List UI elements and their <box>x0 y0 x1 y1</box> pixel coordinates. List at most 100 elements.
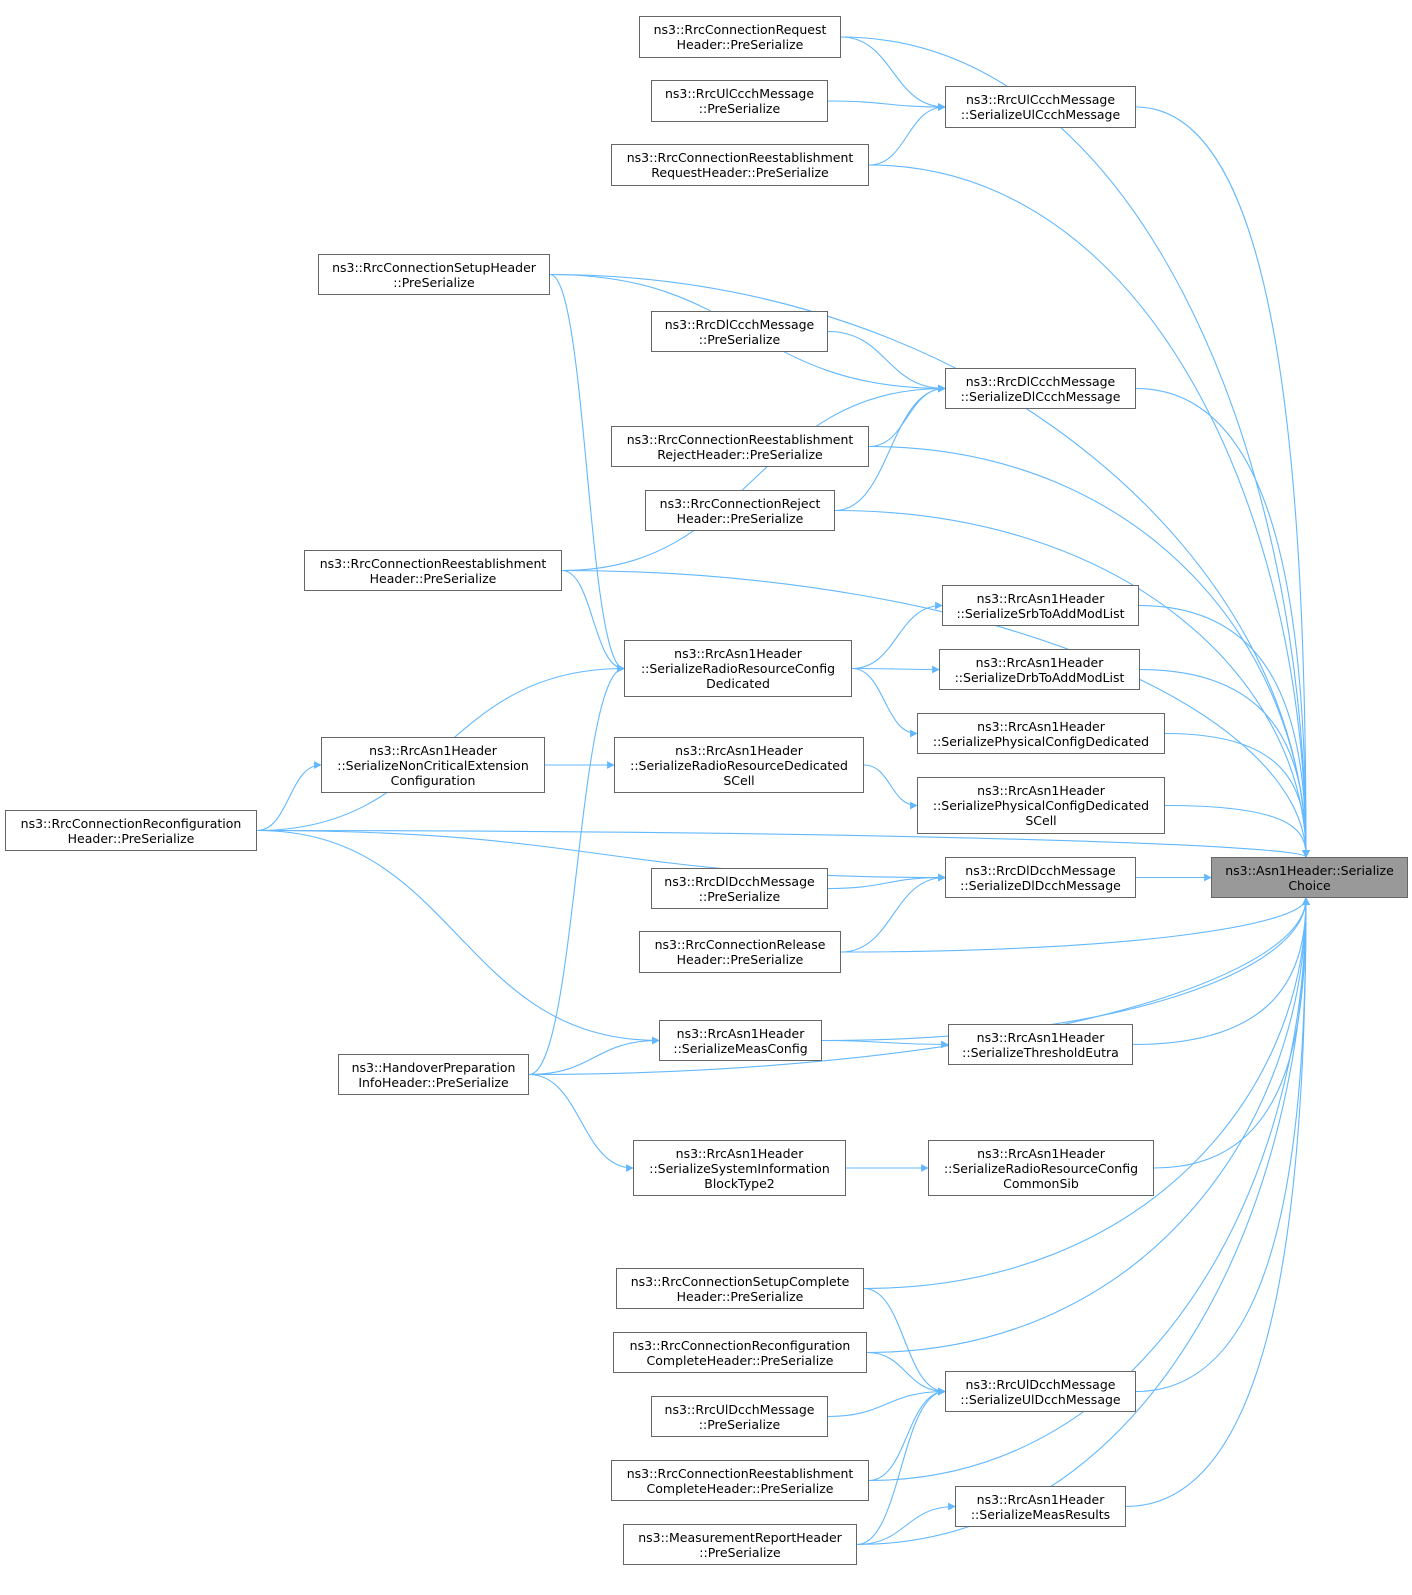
node-label-line: ::SerializeDlDcchMessage <box>960 877 1121 893</box>
edge-srb-to-root <box>1138 604 1310 858</box>
node-label-line: ns3::RrcConnectionSetupComplete <box>630 1273 850 1289</box>
edge-measRes-to-root <box>1125 897 1310 1508</box>
node-dlDcchSer[interactable]: ns3::RrcDlDcchMessage::SerializeDlDcchMe… <box>945 857 1136 898</box>
node-label-line: ns3::HandoverPreparation <box>351 1059 516 1075</box>
edge-reestRej-to-root <box>868 445 1310 858</box>
node-label-line: ns3::RrcDlDcchMessage <box>965 862 1116 878</box>
node-drb[interactable]: ns3::RrcAsn1Header::SerializeDrbToAddMod… <box>939 649 1140 690</box>
node-label-line: CommonSib <box>1003 1175 1079 1191</box>
edge-setup-to-rrcDed <box>549 273 625 673</box>
node-label-line: ::PreSerialize <box>393 274 475 290</box>
edge-dlDcchPre-to-dlDcchSer <box>827 873 946 890</box>
edge-measRep-to-measRes <box>856 1502 956 1546</box>
edge-reest-to-dlCcchSer <box>561 384 946 572</box>
node-label-line: ns3::RrcAsn1Header <box>369 742 497 758</box>
edge-measCfg-to-thresh <box>821 1039 949 1049</box>
node-nonCrit[interactable]: ns3::RrcAsn1Header::SerializeNonCritical… <box>321 737 545 793</box>
edge-reestReq-to-root <box>868 164 1310 858</box>
edge-hoPrep-to-rrcDed <box>528 664 625 1076</box>
edge-reconf-to-nonCrit <box>256 761 322 832</box>
edge-release-to-root <box>840 897 1310 953</box>
node-label-line: ::PreSerialize <box>699 1544 781 1560</box>
node-label-line: ns3::RrcConnectionReestablishment <box>626 431 854 447</box>
node-label-line: ns3::RrcConnectionReconfiguration <box>20 815 242 831</box>
node-label-line: ::SerializeUlCcchMessage <box>960 107 1121 122</box>
node-measRep[interactable]: ns3::MeasurementReportHeader::PreSeriali… <box>623 1524 857 1565</box>
edge-reestCompl-to-root <box>868 897 1310 1482</box>
node-physDed[interactable]: ns3::RrcAsn1Header::SerializePhysicalCon… <box>917 713 1165 754</box>
node-label-line: ::PreSerialize <box>698 888 781 904</box>
edge-reestCompl-to-ulDcchSer <box>868 1387 946 1482</box>
node-label-line: ::PreSerialize <box>698 331 781 347</box>
node-ulCcchSer[interactable]: ns3::RrcUlCcchMessage::SerializeUlCcchMe… <box>945 86 1136 128</box>
node-label-line: ::SerializeNonCriticalExtension <box>337 757 529 773</box>
edge-rrcReq-to-root <box>840 36 1310 858</box>
edge-rrcDed-to-physDed <box>851 667 918 738</box>
node-label-line: InfoHeader::PreSerialize <box>358 1074 509 1090</box>
node-dlDcchPre[interactable]: ns3::RrcDlDcchMessage::PreSerialize <box>651 868 828 909</box>
node-label-line: ::SerializePhysicalConfigDedicated <box>932 798 1150 813</box>
node-setup[interactable]: ns3::RrcConnectionSetupHeader::PreSerial… <box>318 254 550 295</box>
edge-hoPrep-to-measCfg <box>528 1036 660 1076</box>
edge-release-to-dlDcchSer <box>840 873 946 953</box>
node-label-line: ns3::Asn1Header::Serialize <box>1225 862 1394 878</box>
node-dlCcchSer[interactable]: ns3::RrcDlCcchMessage::SerializeDlCcchMe… <box>945 368 1136 409</box>
node-thresh[interactable]: ns3::RrcAsn1Header::SerializeThresholdEu… <box>948 1024 1133 1065</box>
edge-measCfg-to-root <box>821 897 1310 1042</box>
edge-setupCompl-to-root <box>863 897 1310 1290</box>
node-label-line: ns3::RrcAsn1Header <box>977 1145 1105 1161</box>
node-rrDedSCell[interactable]: ns3::RrcAsn1Header::SerializeRadioResour… <box>614 737 864 793</box>
node-rrCommonSib[interactable]: ns3::RrcAsn1Header::SerializeRadioResour… <box>928 1140 1154 1196</box>
edge-thresh-to-root <box>1132 897 1310 1046</box>
edge-measRep-to-root <box>856 897 1310 1546</box>
edge-rej-to-dlCcchSer <box>834 384 946 512</box>
node-measCfg[interactable]: ns3::RrcAsn1Header::SerializeMeasConfig <box>659 1020 822 1061</box>
edge-reconf-to-measCfg <box>256 829 660 1045</box>
edge-drb-to-root <box>1139 668 1310 858</box>
node-rrcDed[interactable]: ns3::RrcAsn1Header::SerializeRadioResour… <box>624 640 852 697</box>
edge-rej-to-root <box>834 509 1310 858</box>
node-ulCcchPre[interactable]: ns3::RrcUlCcchMessage::PreSerialize <box>651 80 828 122</box>
node-label-line: Header::PreSerialize <box>676 952 804 967</box>
node-label-line: Header::PreSerialize <box>676 1288 804 1304</box>
edge-measRep-to-ulDcchSer <box>856 1387 946 1546</box>
node-label-line: ::SerializeDrbToAddModList <box>954 669 1125 685</box>
node-label-line: ns3::MeasurementReportHeader <box>638 1529 842 1545</box>
node-label-line: ::SerializeRadioResourceDedicated <box>630 757 848 773</box>
node-physDedSCell[interactable]: ns3::RrcAsn1Header::SerializePhysicalCon… <box>917 777 1165 834</box>
edge-setupCompl-to-ulDcchSer <box>863 1287 946 1396</box>
edge-physDed-to-root <box>1164 732 1310 858</box>
node-label-line: ns3::RrcAsn1Header <box>975 654 1104 670</box>
edge-reconfCompl-to-root <box>866 897 1310 1354</box>
node-label-line: ns3::RrcAsn1Header <box>676 1025 805 1041</box>
node-label-line: ns3::RrcConnectionReestablishment <box>319 555 547 571</box>
node-label-line: Choice <box>1288 877 1331 893</box>
node-srb[interactable]: ns3::RrcAsn1Header::SerializeSrbToAddMod… <box>942 585 1139 626</box>
node-dlCcchPre[interactable]: ns3::RrcDlCcchMessage::PreSerialize <box>651 311 828 352</box>
node-ulDcchPre[interactable]: ns3::RrcUlDcchMessage::PreSerialize <box>651 1396 828 1437</box>
node-label-line: CompleteHeader::PreSerialize <box>646 1352 834 1368</box>
node-sib2[interactable]: ns3::RrcAsn1Header::SerializeSystemInfor… <box>633 1140 846 1196</box>
node-label-line: ::SerializeRadioResourceConfig <box>640 661 836 676</box>
edge-hoPrep-to-sib2 <box>528 1073 634 1172</box>
edge-rrcDed-to-srb <box>851 601 943 670</box>
node-label-line: ::SerializeDlCcchMessage <box>960 388 1121 404</box>
edge-rrcDed-to-drb <box>851 665 940 674</box>
node-label-line: SCell <box>723 772 755 788</box>
node-label-line: ns3::RrcConnectionReestablishment <box>626 1465 854 1481</box>
node-measRes[interactable]: ns3::RrcAsn1Header::SerializeMeasResults <box>955 1486 1126 1527</box>
node-ulDcchSer[interactable]: ns3::RrcUlDcchMessage::SerializeUlDcchMe… <box>945 1371 1136 1412</box>
